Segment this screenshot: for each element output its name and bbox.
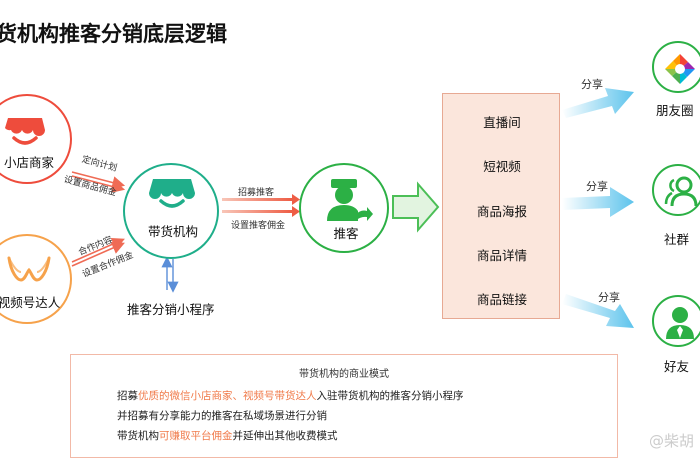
group-icon bbox=[664, 176, 698, 207]
panel-item-link: 商品链接 bbox=[476, 292, 527, 307]
recruit-arrow-bar bbox=[222, 198, 292, 201]
business-model-title: 带货机构的商业模式 bbox=[299, 369, 389, 380]
line3-highlight: 可赚取平台佣金 bbox=[159, 430, 233, 442]
line3-suffix: 并延伸出其他收费模式 bbox=[232, 430, 338, 442]
line1-prefix: 招募 bbox=[117, 390, 138, 402]
community-label: 社群 bbox=[664, 232, 690, 247]
agency-node: 带货机构 bbox=[123, 163, 219, 259]
channels-logo-icon bbox=[7, 256, 51, 282]
friends-label: 好友 bbox=[664, 359, 690, 374]
business-model-box: 带货机构的商业模式 招募优质的微信小店商家、视频号带货达人入驻带货机构的推客分销… bbox=[70, 354, 618, 458]
friends-node bbox=[652, 295, 700, 347]
shop-label: 小店商家 bbox=[3, 155, 54, 170]
person-icon bbox=[666, 307, 694, 339]
share-label-2: 分享 bbox=[586, 180, 608, 193]
edge-label-recruit: 招募推客 bbox=[238, 188, 275, 198]
panel-item-poster: 商品海报 bbox=[476, 204, 527, 219]
share-label-3: 分享 bbox=[598, 291, 620, 304]
line3-prefix: 带货机构 bbox=[117, 430, 159, 442]
shop-arrow-2 bbox=[71, 175, 126, 193]
recruit-arrow-head bbox=[292, 194, 300, 205]
edge-label-promoter-commission: 设置推客佣金 bbox=[231, 221, 286, 231]
panel-item-short-video: 短视频 bbox=[483, 159, 521, 174]
page-title: 货机构推客分销底层逻辑 bbox=[0, 22, 227, 46]
moments-icon bbox=[665, 54, 695, 84]
talent-arrow-2 bbox=[71, 242, 125, 267]
share-arrow-1 bbox=[562, 88, 634, 118]
shop-icon bbox=[5, 118, 45, 145]
line1-suffix: 入驻带货机构的推客分销小程序 bbox=[316, 390, 464, 402]
community-node bbox=[652, 164, 700, 216]
promoter-node: 推客 bbox=[299, 163, 389, 253]
to-panel-arrow bbox=[392, 181, 440, 233]
talent-node: 视频号达人 bbox=[0, 234, 72, 324]
business-model-line-2: 并招募有分享能力的推客在私域场景进行分销 bbox=[117, 410, 327, 422]
moments-label: 朋友圈 bbox=[656, 103, 694, 118]
watermark: @柴胡 bbox=[648, 432, 694, 450]
channel-panel: 直播间 短视频 商品海报 商品详情 商品链接 bbox=[442, 93, 560, 319]
agency-label: 带货机构 bbox=[147, 224, 198, 239]
share-label-1: 分享 bbox=[581, 78, 603, 91]
promoter-label: 推客 bbox=[333, 226, 359, 241]
panel-item-live: 直播间 bbox=[483, 115, 521, 130]
line1-highlight: 优质的微信小店商家、视频号带货达人 bbox=[138, 390, 317, 402]
share-arrow-2 bbox=[562, 187, 634, 217]
business-model-line-1: 招募优质的微信小店商家、视频号带货达人入驻带货机构的推客分销小程序 bbox=[117, 388, 464, 403]
commission-arrow-head bbox=[292, 206, 300, 217]
commission-arrow-bar bbox=[222, 210, 292, 213]
shop-node: 小店商家 bbox=[0, 94, 72, 184]
talent-label: 视频号达人 bbox=[0, 295, 61, 310]
store-icon bbox=[149, 179, 195, 208]
promoter-share-icon bbox=[327, 179, 373, 221]
moments-node bbox=[652, 41, 700, 93]
miniprogram-label: 推客分销小程序 bbox=[127, 302, 215, 317]
share-arrow-3 bbox=[562, 294, 634, 328]
panel-item-detail: 商品详情 bbox=[476, 248, 527, 263]
business-model-line-3: 带货机构可赚取平台佣金并延伸出其他收费模式 bbox=[117, 428, 338, 443]
